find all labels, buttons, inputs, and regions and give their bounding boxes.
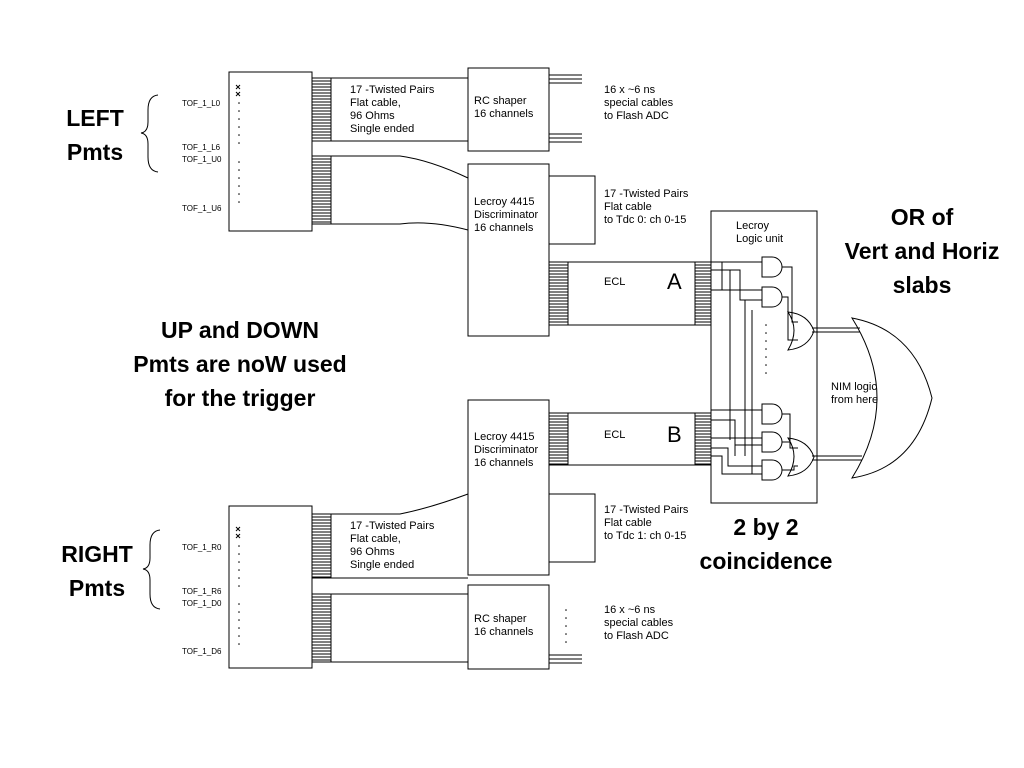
left-brace [140,94,159,173]
left-pmt-dots-lower [238,161,240,203]
cross-mark [235,533,241,539]
flash-adc-bottom-label: 16 x ~6 ns special cables to Flash ADC [604,604,674,642]
twisted-cable-bottom-label: 17 -Twisted Pairs Flat cable, 96 Ohms Si… [350,520,435,571]
rc-shaper-bottom-dots [565,609,567,643]
pmt-tag: TOF_1_R0 [182,543,222,552]
discriminator-bottom-box [467,399,550,576]
and-gate-4 [761,431,783,453]
coincidence-heading: 2 by 2 coincidence [699,514,833,574]
left-pmt-connector-box [228,71,313,232]
pmt-tag: TOF_1_U6 [182,204,222,213]
discriminator-top-box [467,163,550,337]
and-gate-5 [761,459,783,481]
logic-unit-label: Lecroy Logic unit [736,220,784,245]
discriminator-bottom-label: Lecroy 4415 Discriminator 16 channels [474,431,539,469]
cross-mark [235,84,241,90]
right-pmt-dots-upper [238,545,240,587]
tdc-top-label: 17 -Twisted Pairs Flat cable to Tdc 0: c… [604,188,689,226]
nim-logic-label: NIM logic from here [831,381,879,406]
and-gate-1 [761,256,783,278]
right-pmt-dots-lower [238,603,240,645]
tdc-top-box [548,175,596,245]
and-gate-3 [761,403,783,425]
left-box-connector-upper [311,77,332,142]
twisted-cable-top-label: 17 -Twisted Pairs Flat cable, 96 Ohms Si… [350,84,435,135]
or-gate-top [786,311,815,351]
disc-top-output-connector [548,261,569,326]
or-gate-bottom [786,437,815,477]
cross-mark [235,91,241,97]
rc-shaper-bottom-box [467,584,550,670]
discriminator-top-label: Lecroy 4415 Discriminator 16 channels [474,196,539,234]
tdc-bottom-label: 17 -Twisted Pairs Flat cable to Tdc 1: c… [604,504,689,542]
right-box-connector-lower [311,593,332,663]
pmt-tag: TOF_1_U0 [182,155,222,164]
up-down-heading: UP and DOWN Pmts are noW used for the tr… [133,317,347,411]
pmt-tag: TOF_1_L6 [182,143,221,152]
nim-logic-shape [850,317,933,479]
logic-unit-dots [765,324,767,374]
marker-a: A [667,269,682,294]
tdc-bottom-box [548,493,596,563]
marker-b: B [667,422,682,447]
ecl-a-label: ECL [604,276,626,288]
rc-shaper-top-label: RC shaper 16 channels [474,95,534,120]
left-pmts-heading: LEFT Pmts [66,105,124,165]
logic-input-connector-b [694,412,712,466]
and-gate-2 [761,286,783,308]
ecl-b-label: ECL [604,429,626,441]
rc-shaper-top-box [467,67,550,152]
right-pmts-heading: RIGHT Pmts [61,541,133,601]
flash-adc-top-label: 16 x ~6 ns special cables to Flash ADC [604,84,674,122]
or-slabs-heading: OR of Vert and Horiz slabs [844,204,1000,298]
left-pmt-dots-upper [238,102,240,144]
cross-mark [235,526,241,532]
pmt-tag: TOF_1_D6 [182,647,222,656]
left-box-connector-lower [311,155,332,225]
rc-shaper-bottom-label: RC shaper 16 channels [474,613,534,638]
pmt-tag: TOF_1_R6 [182,587,222,596]
pmt-tag: TOF_1_D0 [182,599,222,608]
disc-bottom-output-connector [548,412,569,466]
pmt-tag: TOF_1_L0 [182,99,221,108]
right-box-connector-upper [311,513,332,579]
right-brace [142,529,161,610]
logic-unit-box [710,210,818,504]
logic-input-connector-a [694,261,712,326]
right-pmt-connector-box [228,505,313,669]
